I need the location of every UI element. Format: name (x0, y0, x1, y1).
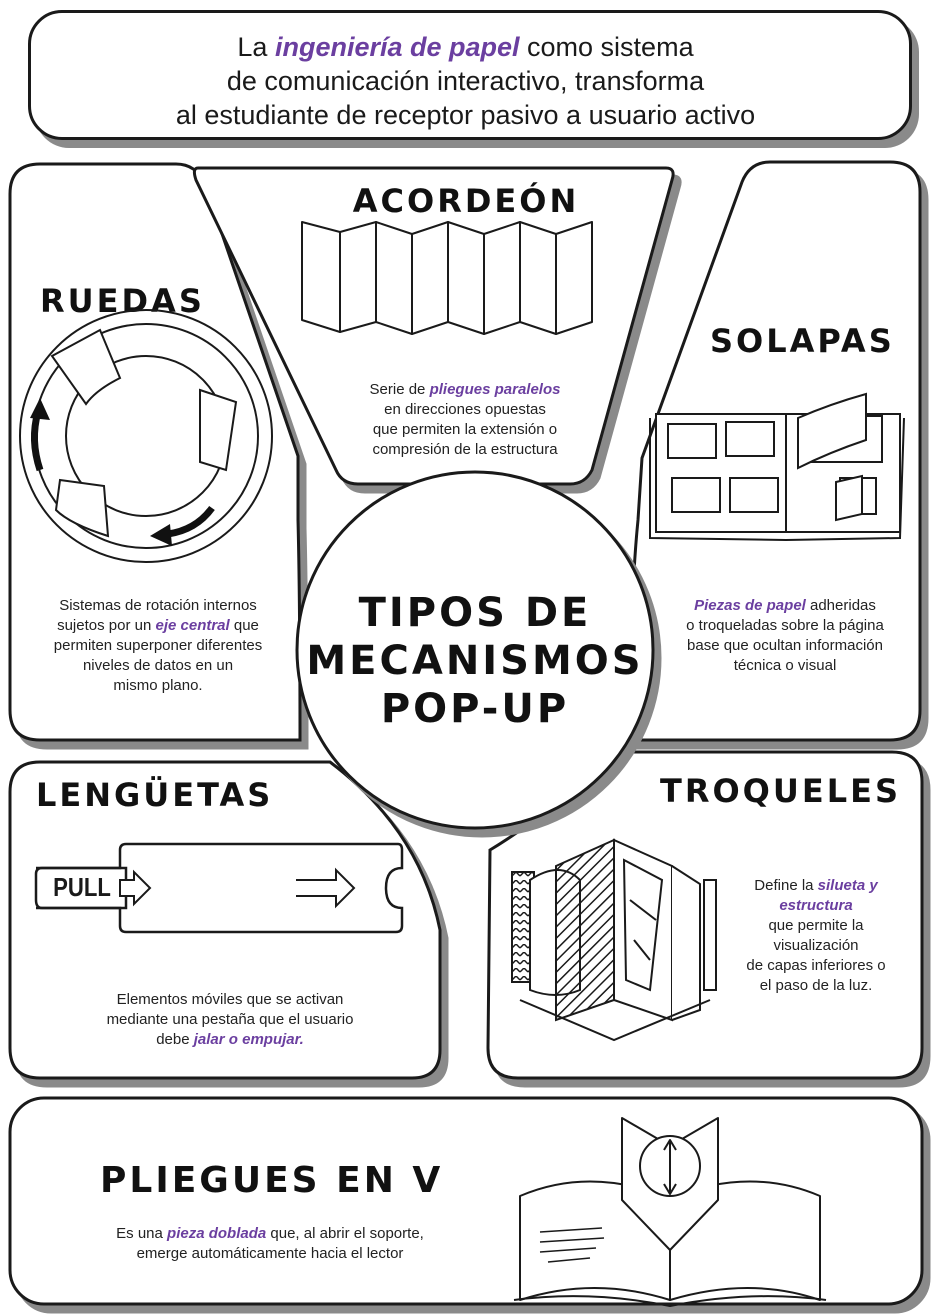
troqueles-desc-1: Define la silueta y (754, 877, 878, 894)
pull-label: PULL (53, 872, 111, 902)
troqueles-desc-6: el paso de la luz. (759, 977, 873, 994)
pliegues-v-desc-1: Es una pieza doblada que, al abrir el so… (116, 1225, 424, 1242)
solapas-desc-2: o troqueladas sobre la página (686, 617, 884, 634)
ruedas-desc-2: sujetos por un eje central que (57, 617, 259, 634)
acordeon-title: ACORDEÓN (352, 182, 580, 220)
acordeon-desc-2: en direcciones opuestas (384, 401, 546, 418)
headline-line-1: La ingeniería de papel como sistema (237, 32, 694, 62)
headline-highlight: ingeniería de papel (274, 32, 520, 62)
pliegues-v-desc-2: emerge automáticamente hacia el lector (136, 1245, 404, 1262)
center-title-1: TIPOS DE (358, 590, 592, 636)
solapas-desc-3: base que ocultan información (687, 637, 883, 654)
solapas-desc-4: técnica o visual (733, 657, 837, 674)
center-title-2: MECANISMOS (306, 638, 644, 684)
troqueles-desc-3: que permite la (768, 917, 864, 934)
headline-line-3: al estudiante de receptor pasivo a usuar… (175, 100, 756, 130)
center-title-3: POP-UP (380, 686, 570, 732)
headline-line-2: de comunicación interactivo, transforma (226, 66, 705, 96)
ruedas-desc-5: mismo plano. (113, 677, 203, 694)
acordeon-desc-1: Serie de pliegues paralelos (369, 381, 561, 398)
ruedas-desc-4: niveles de datos en un (82, 657, 234, 674)
ruedas-desc-3: permiten superponer diferentes (53, 637, 263, 654)
pliegues-v-title: PLIEGUES EN V (100, 1160, 444, 1201)
acordeon-desc-3: que permiten la extensión o (372, 421, 558, 438)
lenguetas-title: LENGÜETAS (36, 776, 274, 814)
lenguetas-desc-3: debe jalar o empujar. (156, 1031, 304, 1048)
lenguetas-desc-1: Elementos móviles que se activan (116, 991, 344, 1008)
troqueles-desc-2: estructura (779, 897, 853, 914)
ruedas-desc-1: Sistemas de rotación internos (59, 597, 257, 614)
solapas-desc-1: Piezas de papel adheridas (694, 597, 876, 614)
acordeon-desc-4: compresión de la estructura (372, 441, 558, 458)
troqueles-desc-4: visualización (773, 937, 859, 954)
troqueles-title: TROQUELES (660, 772, 902, 810)
headline-card (28, 10, 912, 140)
lenguetas-desc-2: mediante una pestaña que el usuario (106, 1011, 354, 1028)
solapas-title: SOLAPAS (710, 322, 895, 360)
troqueles-desc-5: de capas inferiores o (746, 957, 886, 974)
